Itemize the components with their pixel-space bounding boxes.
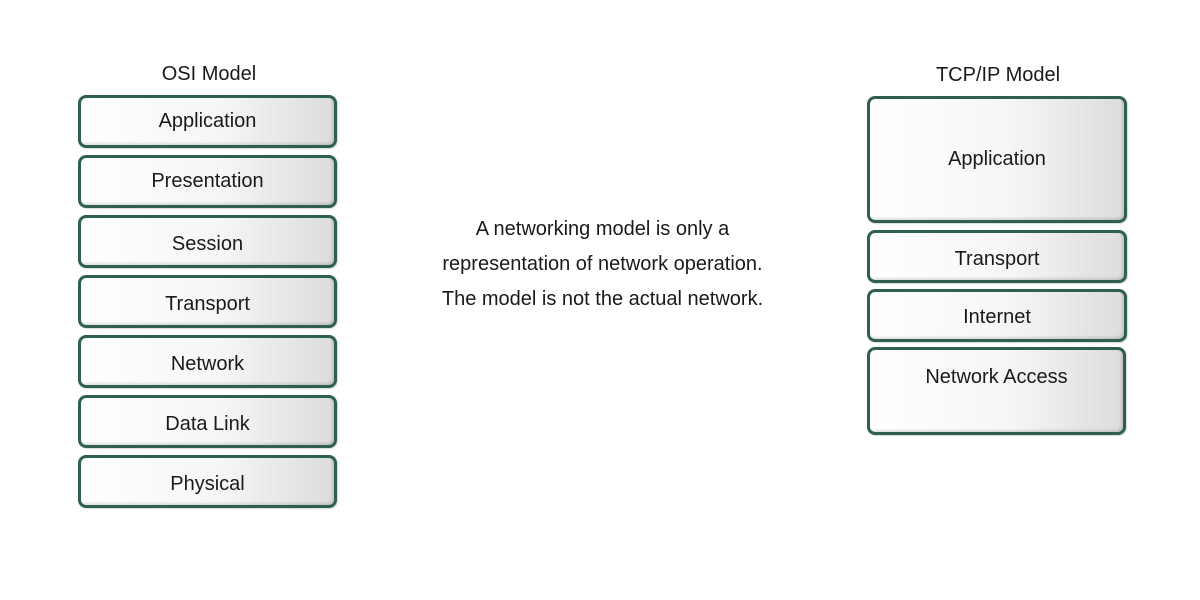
osi-layer-session: Session [78,215,337,268]
tcpip-layer-label: Transport [954,248,1040,270]
tcpip-layer-transport: Transport [867,230,1127,283]
model-description: A networking model is only a representat… [395,212,810,317]
osi-layer-data-link: Data Link [78,395,337,448]
osi-layer-label: Network [170,353,245,375]
description-line-1: A networking model is only a [475,218,730,240]
description-line-3: The model is not the actual network. [441,288,764,310]
osi-layer-network: Network [78,335,337,388]
osi-layer-physical: Physical [78,455,337,508]
tcpip-layer-network-access: Network Access [867,347,1126,435]
osi-model-title: OSI Model [161,63,257,85]
tcpip-layer-application: Application [867,96,1127,223]
osi-layer-label: Physical [170,473,245,495]
osi-layer-label: Data Link [165,413,250,435]
osi-layer-transport: Transport [78,275,337,328]
osi-layer-presentation: Presentation [78,155,337,208]
tcpip-layer-label: Application [948,148,1046,170]
description-line-2: representation of network operation. [442,253,763,275]
tcpip-layer-label: Network Access [925,366,1068,388]
tcpip-layer-internet: Internet [867,289,1127,342]
osi-layer-label: Transport [165,293,250,315]
osi-layer-label: Session [171,233,244,255]
osi-layer-label: Application [158,110,257,132]
osi-layer-application: Application [78,95,337,148]
osi-layer-label: Presentation [151,170,264,192]
tcpip-model-title: TCP/IP Model [935,64,1061,86]
tcpip-layer-label: Internet [963,306,1031,328]
